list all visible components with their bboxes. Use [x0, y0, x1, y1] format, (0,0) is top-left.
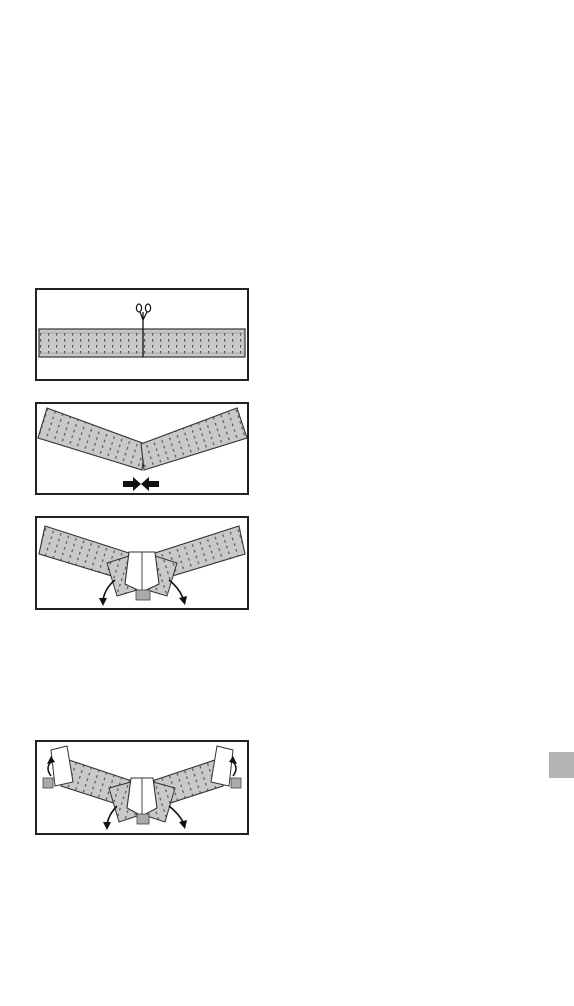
- strip-left: [38, 408, 145, 470]
- figure-cut-strip: [35, 288, 249, 381]
- arrows-inward-icon: [123, 477, 159, 491]
- figure-push-together: [35, 402, 249, 495]
- section-tab: [549, 752, 574, 778]
- figure-fold-ends-down-and-up: [35, 740, 249, 835]
- figure-fold-ends-down: [35, 516, 249, 610]
- strip-right: [141, 408, 247, 470]
